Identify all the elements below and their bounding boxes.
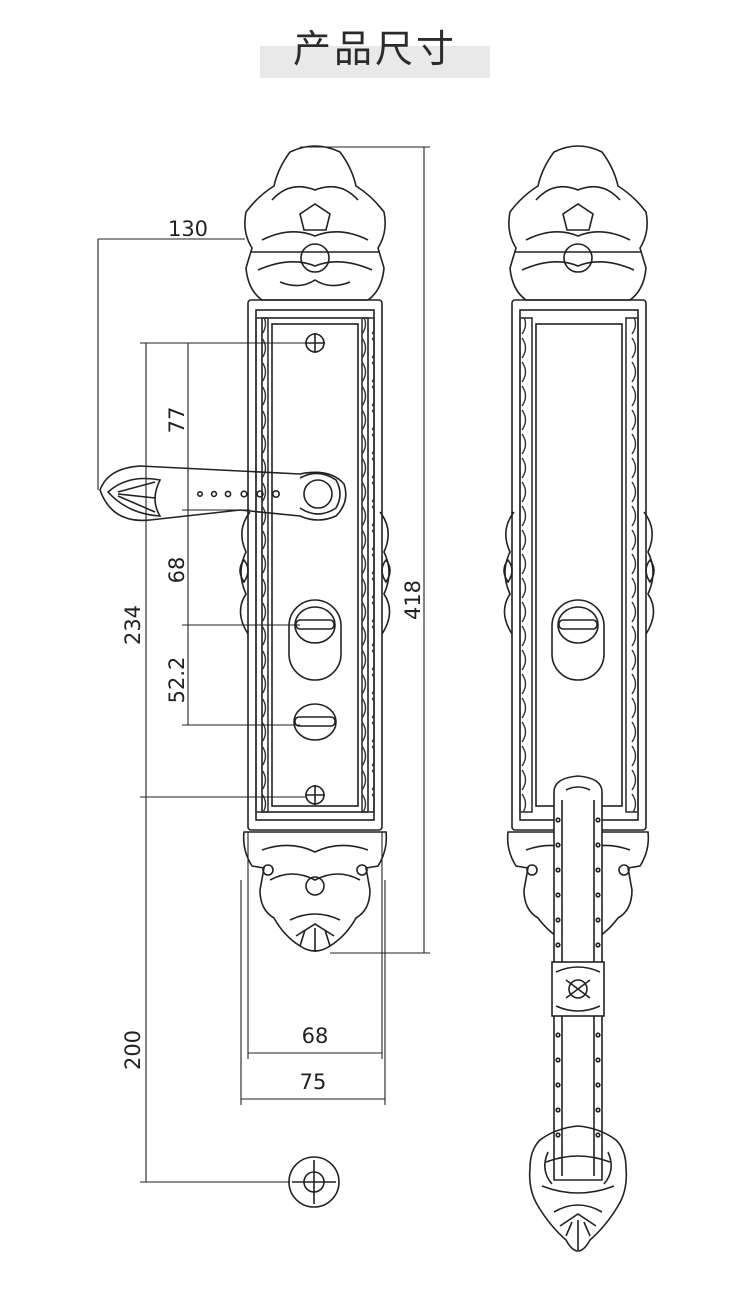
bottom-ornament-left — [242, 831, 388, 952]
title-band — [260, 46, 490, 78]
label-75-width: 75 — [300, 1070, 327, 1094]
label-200: 200 — [121, 1030, 145, 1070]
back-view-lock — [503, 145, 655, 1252]
top-ornament-left — [244, 145, 386, 301]
screw-hole-bottom — [305, 785, 325, 805]
label-234: 234 — [121, 605, 145, 645]
top-ornament-right — [508, 145, 648, 301]
backplate-left — [247, 299, 383, 831]
label-68-vertical: 68 — [165, 557, 189, 584]
label-418: 418 — [401, 580, 425, 620]
cylinder-recess-left — [288, 599, 342, 741]
lower-mounting-hole — [288, 1156, 340, 1208]
screw-hole-top — [305, 333, 325, 353]
cylinder-recess-right — [551, 599, 605, 681]
pull-handle — [551, 775, 605, 1181]
label-52-2: 52.2 — [165, 657, 189, 704]
side-scrolls-right — [503, 511, 655, 635]
lever-handle — [99, 465, 347, 522]
backplate-right — [511, 299, 647, 831]
label-130: 130 — [168, 217, 208, 241]
pull-handle-dots — [555, 817, 601, 1138]
pull-handle-cap — [528, 1125, 628, 1252]
page-title: 产品尺寸 — [292, 27, 457, 71]
label-77: 77 — [165, 407, 189, 434]
label-68-width: 68 — [302, 1024, 329, 1048]
side-scrolls-left — [239, 511, 391, 635]
front-view-lock — [99, 145, 391, 952]
